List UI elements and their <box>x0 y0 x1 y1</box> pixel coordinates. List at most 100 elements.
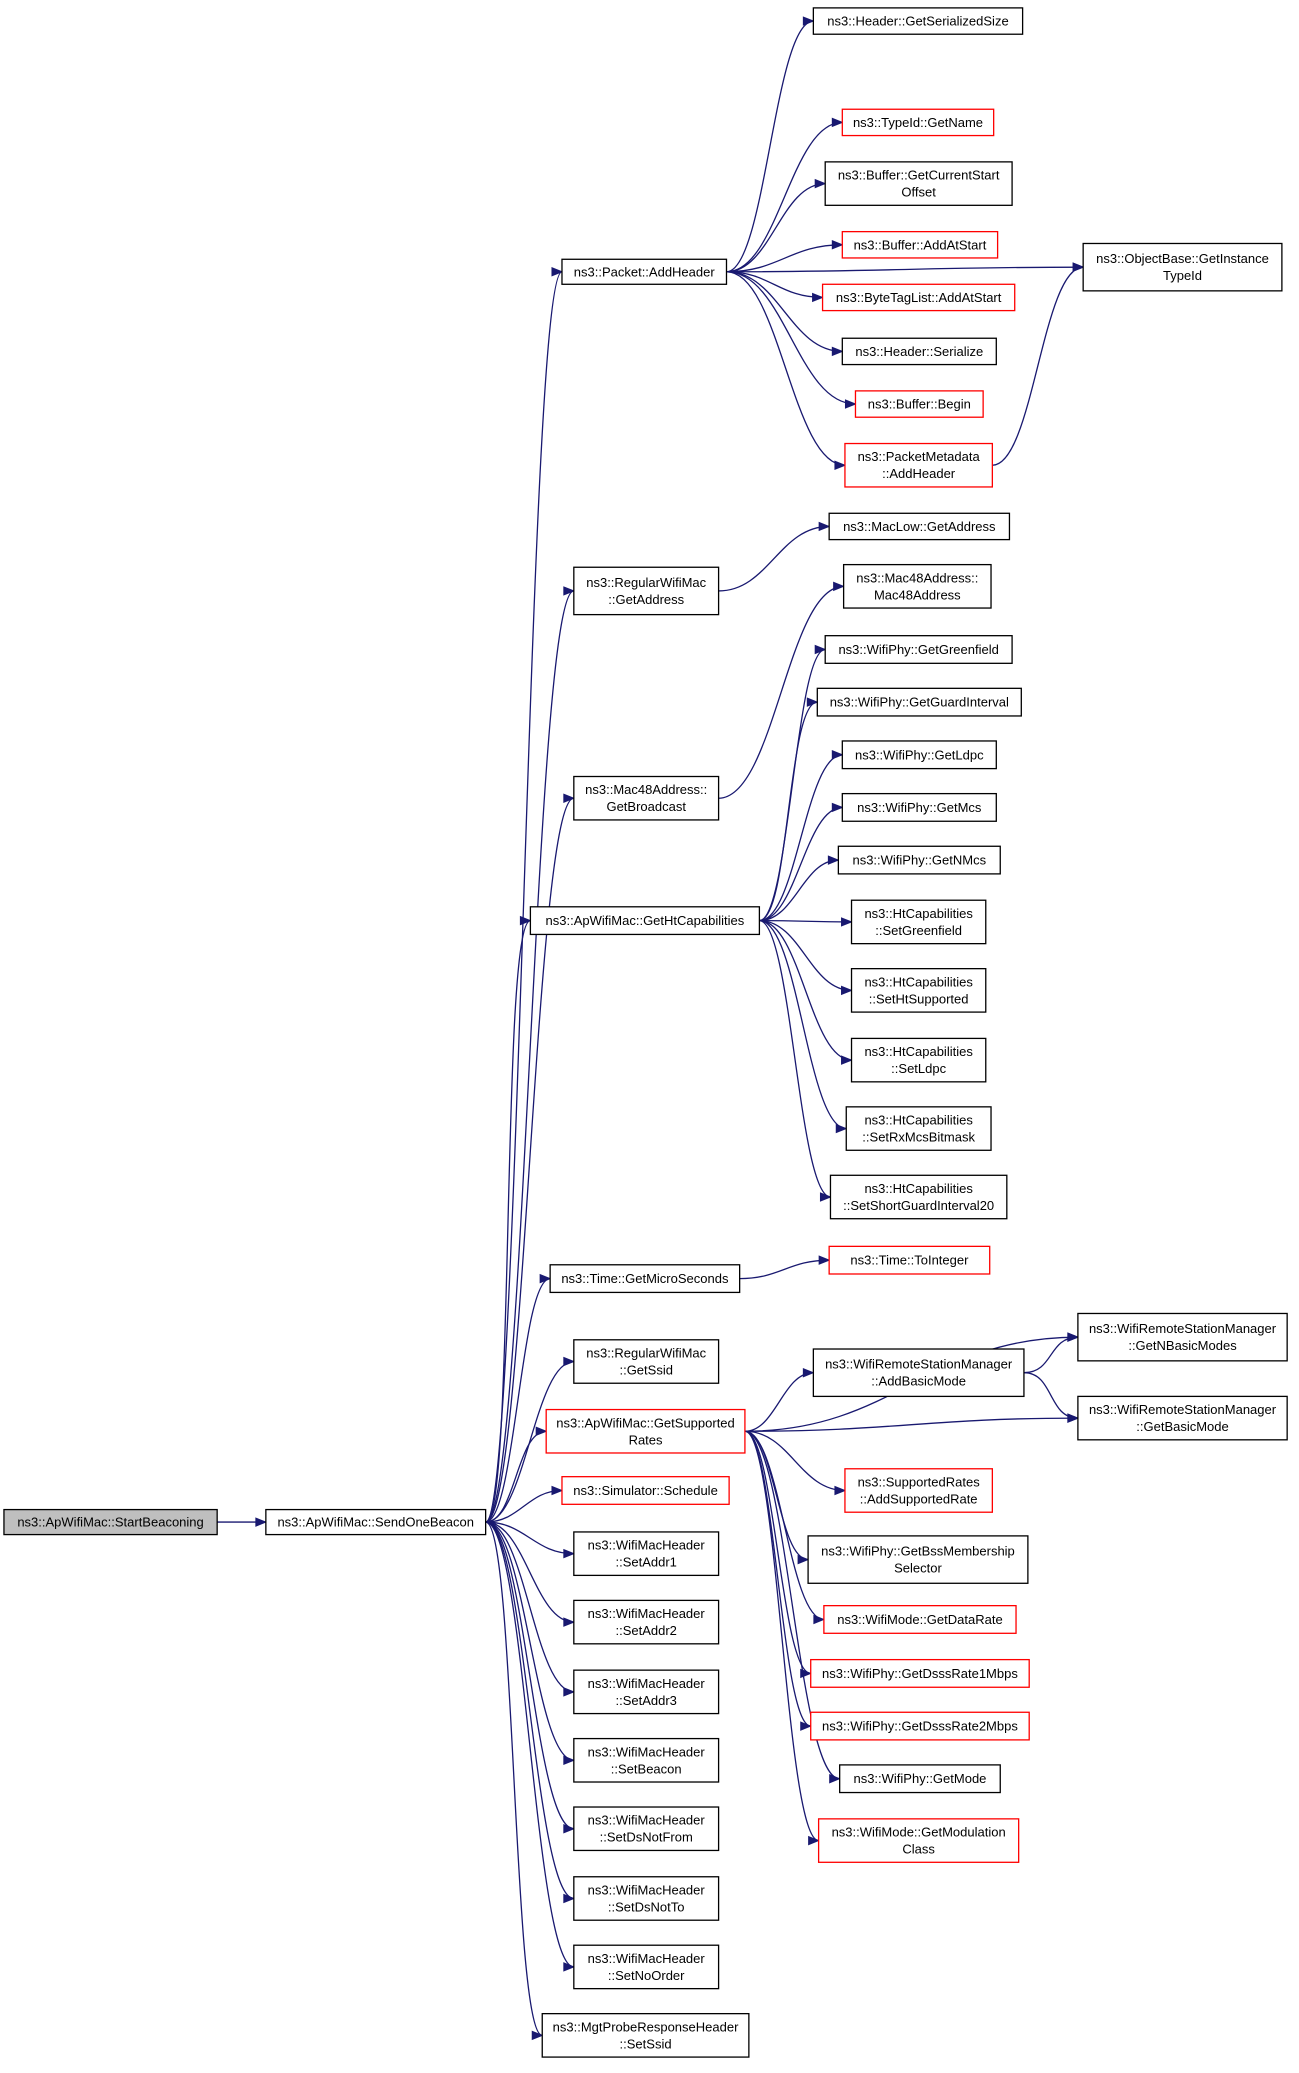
node-addr2[interactable]: ns3::WifiMacHeader::SetAddr2 <box>573 1599 720 1645</box>
node-noorder[interactable]: ns3::WifiMacHeader::SetNoOrder <box>573 1944 720 1990</box>
node-maclow[interactable]: ns3::MacLow::GetAddress <box>828 512 1011 541</box>
node-label: ns3::WifiMacHeader <box>588 1676 706 1691</box>
node-mac48bc[interactable]: ns3::Mac48Address::GetBroadcast <box>573 775 720 821</box>
node-box <box>850 1037 987 1083</box>
node-getser[interactable]: ns3::Header::GetSerializedSize <box>812 7 1024 35</box>
node-label: ::SetSsid <box>620 2036 672 2051</box>
node-dsnotfrom[interactable]: ns3::WifiMacHeader::SetDsNotFrom <box>573 1806 720 1852</box>
node-label: ns3::TypeId::GetName <box>853 115 983 130</box>
node-label: ns3::WifiPhy::GetNMcs <box>852 853 986 868</box>
arrowhead-addheader-to-typeid <box>831 117 844 128</box>
node-label: ::SetDsNotFrom <box>600 1830 693 1845</box>
node-toint[interactable]: ns3::Time::ToInteger <box>828 1245 991 1275</box>
node-timemicro[interactable]: ns3::Time::GetMicroSeconds <box>549 1264 741 1294</box>
arrowhead-addheader-to-bufadd <box>831 240 844 250</box>
node-getssid[interactable]: ns3::RegularWifiMac::GetSsid <box>573 1339 720 1384</box>
arrowhead-addheader-to-pktmeta <box>834 460 847 470</box>
node-getmode[interactable]: ns3::WifiPhy::GetMode <box>839 1764 1001 1794</box>
node-label: ns3::Time::ToInteger <box>850 1253 969 1268</box>
node-addbasic[interactable]: ns3::WifiRemoteStationManager::AddBasicM… <box>812 1348 1025 1398</box>
arrowhead-htcap-to-greenfield <box>814 644 827 655</box>
arrowhead-send-to-htcap <box>519 915 532 926</box>
edge-send-to-setbeacon <box>485 1521 574 1761</box>
node-label: ns3::ObjectBase::GetInstance <box>1096 251 1269 266</box>
node-dsss1[interactable]: ns3::WifiPhy::GetDsssRate1Mbps <box>810 1658 1030 1688</box>
node-sethtsup[interactable]: ns3::HtCapabilities::SetHtSupported <box>850 968 987 1013</box>
node-bufadd[interactable]: ns3::Buffer::AddAtStart <box>841 230 999 259</box>
node-box <box>844 1468 993 1513</box>
node-dsnotto[interactable]: ns3::WifiMacHeader::SetDsNotTo <box>573 1876 720 1921</box>
node-mac48ctor[interactable]: ns3::Mac48Address::Mac48Address <box>842 563 992 609</box>
node-setldpc[interactable]: ns3::HtCapabilities::SetLdpc <box>850 1037 987 1083</box>
edge-pktmeta-to-objbase <box>992 266 1084 466</box>
node-box <box>573 1669 720 1715</box>
node-label: ns3::Buffer::Begin <box>868 397 971 412</box>
node-label: ns3::ApWifiMac::GetSupported <box>556 1415 734 1430</box>
node-ldpc[interactable]: ns3::WifiPhy::GetLdpc <box>841 740 997 770</box>
node-box <box>549 1264 741 1294</box>
node-label: ::SetBeacon <box>611 1761 682 1776</box>
node-htcap[interactable]: ns3::ApWifiMac::GetHtCapabilities <box>529 906 761 936</box>
node-mcs[interactable]: ns3::WifiPhy::GetMcs <box>841 792 997 822</box>
arrowhead-htcap-to-guard <box>806 697 819 707</box>
node-greenfield[interactable]: ns3::WifiPhy::GetGreenfield <box>824 635 1013 664</box>
node-datarate[interactable]: ns3::WifiMode::GetDataRate <box>823 1605 1017 1634</box>
node-guard[interactable]: ns3::WifiPhy::GetGuardInterval <box>816 687 1022 717</box>
node-start[interactable]: ns3::ApWifiMac::StartBeaconing <box>3 1508 218 1536</box>
node-label: ::SetRxMcsBitmask <box>862 1130 975 1145</box>
node-nmcs[interactable]: ns3::WifiPhy::GetNMcs <box>837 845 1001 875</box>
arrowhead-htcap-to-nmcs <box>827 855 840 865</box>
node-addsuprate[interactable]: ns3::SupportedRates::AddSupportedRate <box>844 1468 993 1513</box>
node-schedule[interactable]: ns3::Simulator::Schedule <box>561 1476 730 1505</box>
node-getnbasic[interactable]: ns3::WifiRemoteStationManager::GetNBasic… <box>1077 1312 1288 1362</box>
node-getbasic[interactable]: ns3::WifiRemoteStationManager::GetBasicM… <box>1077 1395 1288 1441</box>
edge-send-to-addr1 <box>485 1521 574 1555</box>
node-box <box>810 1711 1030 1741</box>
edge-addheader-to-bufcur <box>726 182 826 273</box>
node-setsgi[interactable]: ns3::HtCapabilities::SetShortGuardInterv… <box>829 1174 1008 1220</box>
edge-suprates-to-getmode <box>744 1430 840 1780</box>
node-typeid[interactable]: ns3::TypeId::GetName <box>841 108 995 137</box>
node-label: ns3::Header::GetSerializedSize <box>827 14 1008 29</box>
arrowhead-addheader-to-bufcur <box>814 178 827 189</box>
node-label: ::GetBasicMode <box>1136 1419 1229 1434</box>
edge-htcap-to-setgreen <box>759 919 852 923</box>
edge-suprates-to-getbasic <box>744 1417 1078 1432</box>
arrowhead-send-to-schedule <box>551 1485 564 1496</box>
arrowhead-start-to-send <box>255 1517 268 1527</box>
node-box <box>561 1476 730 1505</box>
node-label: ::SetAddr2 <box>615 1623 676 1638</box>
node-addr1[interactable]: ns3::WifiMacHeader::SetAddr1 <box>573 1531 720 1577</box>
node-box <box>810 1658 1030 1688</box>
node-setrxmcs[interactable]: ns3::HtCapabilities::SetRxMcsBitmask <box>845 1106 992 1151</box>
node-setgreen[interactable]: ns3::HtCapabilities::SetGreenfield <box>850 899 987 945</box>
node-bufbegin[interactable]: ns3::Buffer::Begin <box>854 390 984 418</box>
node-box <box>844 442 993 488</box>
arrowhead-pktmeta-to-objbase <box>1072 262 1085 272</box>
node-probessid[interactable]: ns3::MgtProbeResponseHeader::SetSsid <box>541 2012 750 2058</box>
node-label: ns3::Time::GetMicroSeconds <box>561 1271 729 1286</box>
node-box <box>828 512 1011 541</box>
node-send[interactable]: ns3::ApWifiMac::SendOneBeacon <box>265 1508 487 1536</box>
node-rwmaddr[interactable]: ns3::RegularWifiMac::GetAddress <box>573 566 720 616</box>
node-dsss2[interactable]: ns3::WifiPhy::GetDsssRate2Mbps <box>810 1711 1030 1741</box>
node-pktmeta[interactable]: ns3::PacketMetadata::AddHeader <box>844 442 993 488</box>
node-box <box>573 1339 720 1384</box>
arrowhead-send-to-noorder <box>563 1962 576 1972</box>
node-bytetag[interactable]: ns3::ByteTagList::AddAtStart <box>821 283 1016 312</box>
node-label: ::AddBasicMode <box>871 1374 966 1389</box>
node-setbeacon[interactable]: ns3::WifiMacHeader::SetBeacon <box>573 1737 720 1783</box>
node-addheader[interactable]: ns3::Packet::AddHeader <box>561 258 728 285</box>
node-box <box>845 1106 992 1151</box>
node-addr3[interactable]: ns3::WifiMacHeader::SetAddr3 <box>573 1669 720 1715</box>
edge-send-to-timemicro <box>485 1277 551 1523</box>
node-box <box>812 1348 1025 1398</box>
edge-send-to-dsnotfrom <box>485 1521 574 1830</box>
node-hdrser[interactable]: ns3::Header::Serialize <box>841 337 997 366</box>
